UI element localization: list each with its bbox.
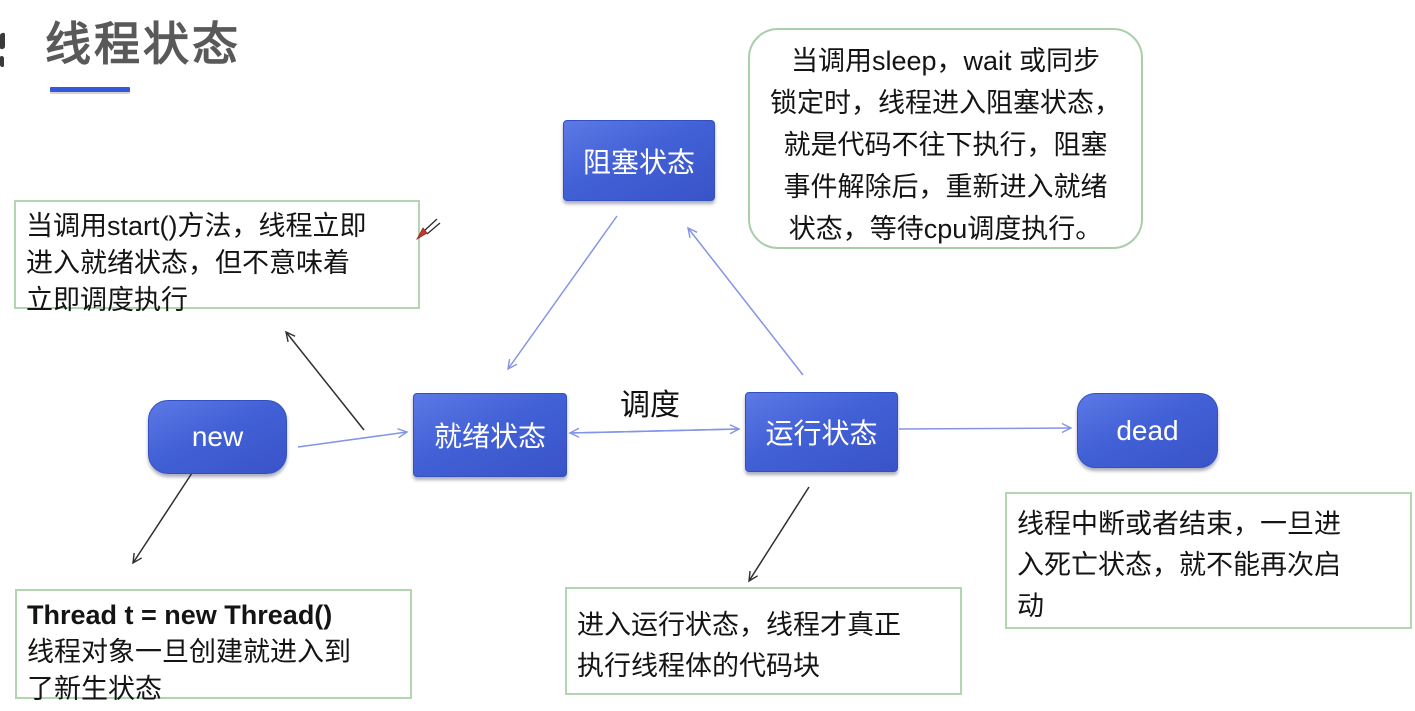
node-blocked-label: 阻塞状态: [582, 146, 695, 178]
note-line: 线程中断或者结束，一旦进: [1017, 509, 1341, 539]
page-title: 线程状态: [45, 18, 241, 70]
node-dead-state: dead: [1077, 393, 1218, 468]
note-line: 就是代码不往下执行，阻塞: [783, 130, 1108, 160]
note-line: 动: [1017, 591, 1044, 621]
note-line: 当调用sleep，wait 或同步: [790, 46, 1101, 76]
node-new-state: new: [148, 400, 287, 474]
node-blocked-state: 阻塞状态: [563, 120, 715, 201]
node-running-state: 运行状态: [745, 392, 898, 472]
note-line: 进入运行状态，线程才真正: [577, 610, 901, 640]
note-line: 了新生状态: [27, 674, 162, 704]
note-line: 状态，等待cpu调度执行。: [788, 214, 1103, 244]
pointer-to-start-note: [285, 330, 365, 431]
note-start-explanation: 当调用start()方法，线程立即 进入就绪状态，但不意味着 立即调度执行: [14, 200, 420, 315]
note-blocked-explanation: 当调用sleep，wait 或同步 锁定时，线程进入阻塞状态， 就是代码不往下执…: [748, 28, 1143, 249]
pen-cursor-icon: [415, 218, 441, 241]
note-line: 立即调度执行: [26, 285, 188, 315]
note-line: 执行线程体的代码块: [577, 651, 820, 681]
note-dead-explanation: 线程中断或者结束，一旦进 入死亡状态，就不能再次启 动: [1005, 492, 1412, 629]
node-ready-label: 就绪状态: [433, 421, 546, 452]
note-line: 锁定时，线程进入阻塞状态，: [770, 88, 1121, 118]
arrow-running-to-blocked: [687, 226, 804, 376]
node-dead-label: dead: [1116, 414, 1179, 446]
note-line: 入死亡状态，就不能再次启: [1017, 550, 1341, 580]
pointer-running-to-note: [748, 486, 810, 583]
note-new-explanation: Thread t = new Thread() 线程对象一旦创建就进入到 了新生…: [15, 589, 412, 704]
arrow-new-to-ready: [297, 428, 409, 448]
arrow-running-to-dead: [898, 422, 1073, 434]
schedule-edge-label: 调度: [620, 389, 680, 422]
note-line: 事件解除后，重新进入就绪: [783, 172, 1108, 202]
note-running-explanation: 进入运行状态，线程才真正 执行线程体的代码块: [565, 587, 962, 695]
note-line: 进入就绪状态，但不意味着: [26, 248, 350, 278]
arrow-blocked-to-ready: [507, 215, 618, 371]
note-line: 线程对象一旦创建就进入到: [27, 637, 351, 667]
node-new-label: new: [191, 421, 244, 452]
title-underline: [50, 87, 130, 92]
pointer-new-to-note: [132, 469, 195, 565]
node-running-label: 运行状态: [765, 418, 878, 449]
node-ready-state: 就绪状态: [413, 393, 567, 477]
arrow-running-to-ready: [568, 427, 740, 438]
note-line: 当调用start()方法，线程立即: [26, 211, 367, 241]
note-code-line: Thread t = new Thread(): [27, 600, 333, 630]
